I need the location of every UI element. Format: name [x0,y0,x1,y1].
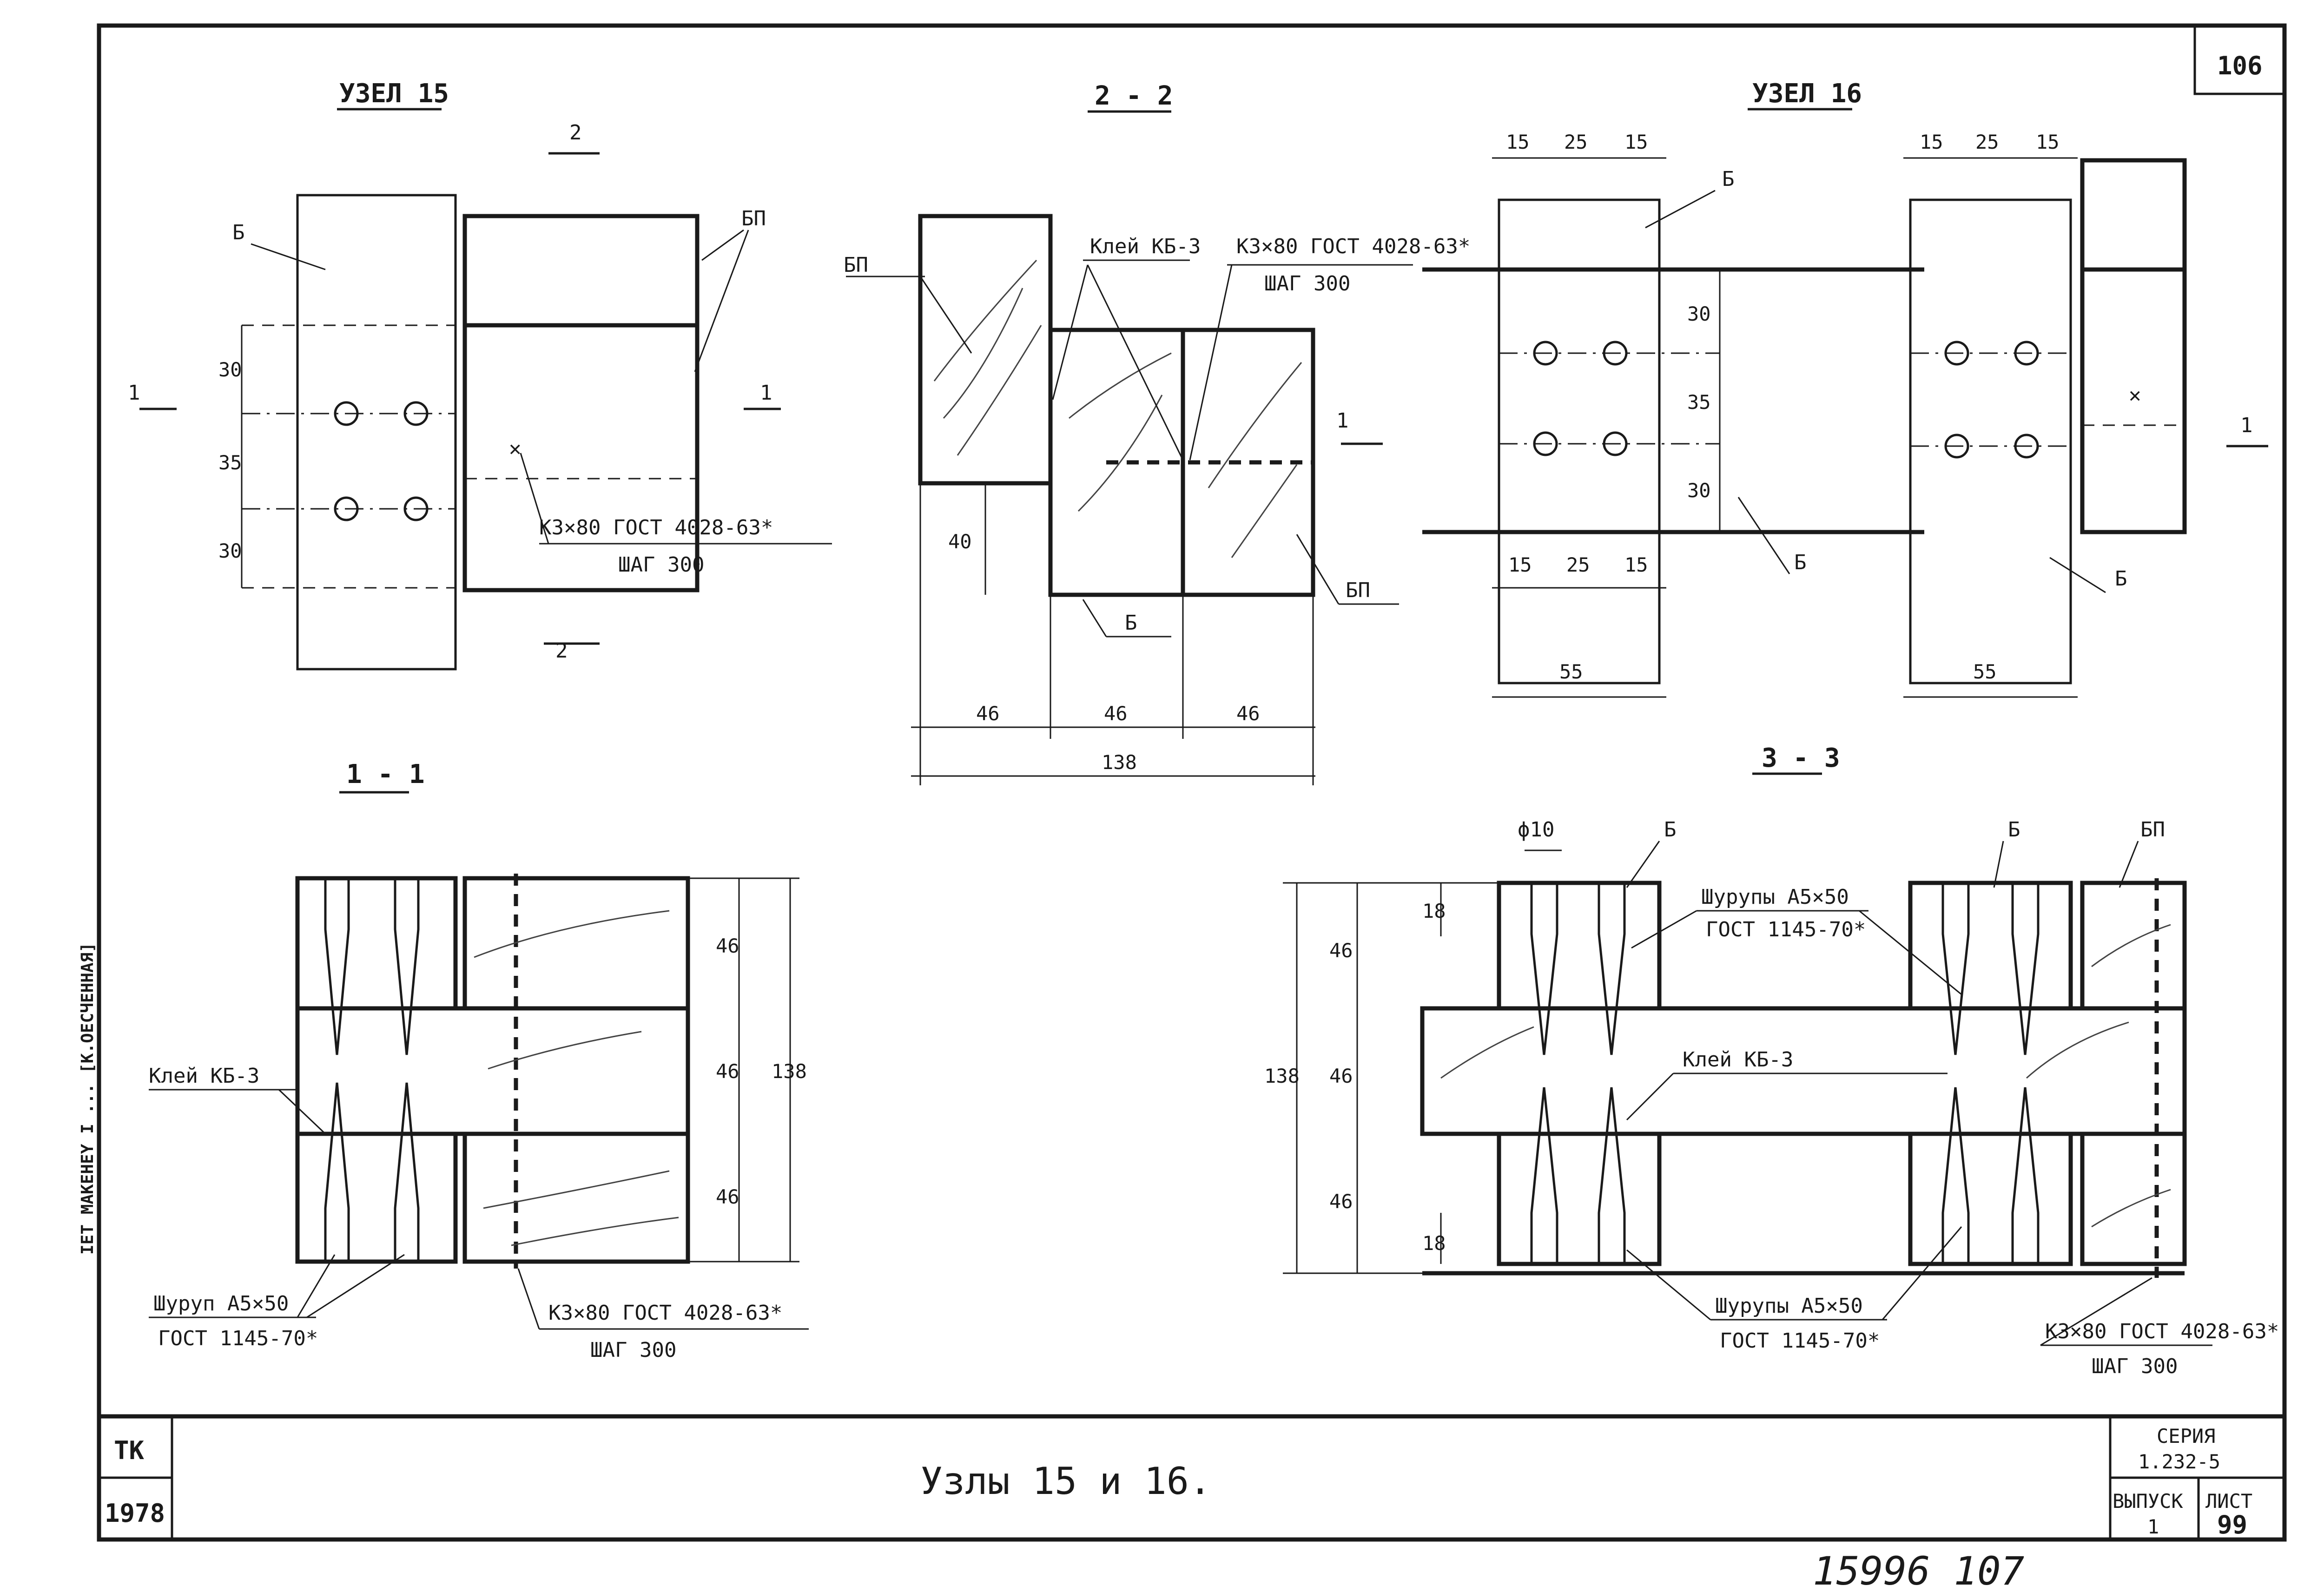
section-2-2-view: 2 - 2 БП Клей КБ-3 К3×80 ГОСТ 4028-63* Ш… [844,81,1470,785]
node-15-title: УЗЕЛ 15 [339,79,449,109]
node-16-view: УЗЕЛ 16 15 25 15 15 25 15 15 25 [1422,79,2268,698]
dim-46: 46 [716,934,739,957]
dim-40: 40 [948,530,972,553]
dim-30: 30 [1687,303,1711,325]
section-mark-1: 1 [128,381,140,405]
nail-callout-line2: ШАГ 300 [618,553,704,577]
dim-15: 15 [2036,131,2060,153]
dim-35: 35 [218,451,242,474]
screw-label-line2: ГОСТ 1145-70* [158,1327,318,1350]
dim-46: 46 [976,702,1000,725]
series-value: 1.232-5 [2138,1450,2220,1473]
sheet-value: 99 [2217,1510,2247,1539]
label-b: Б [232,221,245,244]
nail-line2: ШАГ 300 [590,1338,676,1362]
dim-138: 138 [772,1060,807,1083]
dim-46: 46 [716,1060,739,1083]
dim-46: 46 [716,1185,739,1208]
phi-label: ϕ10 [1518,818,1554,842]
nail-mark: ✕ [509,437,522,460]
margin-note: IET MAKEHEY I ... [K.OECЧEHHAЯ] [78,942,97,1255]
node-15-view: УЗЕЛ 15 30 35 30 Б БП 1 1 2 2 [128,79,832,671]
dim-15: 15 [1624,553,1648,576]
screw-bot-line1: Шурупы А5×50 [1715,1294,1863,1318]
dim-46: 46 [1236,702,1260,725]
dim-138: 138 [1264,1065,1300,1087]
dim-15: 15 [1508,553,1532,576]
section-2-2-title: 2 - 2 [1095,81,1173,111]
nail-mark: ✕ [2129,383,2141,407]
dim-15: 15 [1624,131,1648,153]
dim-30: 30 [218,539,242,562]
dim-25: 25 [1564,131,1588,153]
dim-46: 46 [1329,1190,1353,1213]
issue-label: ВЫПУСК [2113,1490,2183,1513]
svg-text:IET MAKEHEY I ... [K.OECЧEH: IET MAKEHEY I ... [K.OECЧEHHAЯ] [78,942,97,1255]
stamp-year: 1978 [105,1499,165,1528]
section-mark-1: 1 [760,381,772,405]
dim-46: 46 [1104,702,1128,725]
issue-value: 1 [2147,1515,2159,1538]
label-b: Б [1664,818,1677,842]
nail-line1: К3×80 ГОСТ 4028-63* [2045,1320,2279,1343]
label-bp-bottom: БП [1346,579,1370,602]
nail-line2: ШАГ 300 [2092,1355,2178,1378]
glue-label: Клей КБ-3 [149,1064,259,1088]
screw-top-line2: ГОСТ 1145-70* [1706,918,1866,941]
label-b: Б [1125,611,1137,635]
section-mark-1: 1 [1336,409,1349,433]
section-mark-2: 2 [569,121,582,145]
screw-label-line1: Шуруп А5×50 [153,1292,289,1316]
nail-line1: К3×80 ГОСТ 4028-63* [1236,235,1470,258]
section-1-1-view: 1 - 1 46 46 46 138 Клей КБ-3 Шуруп А5×50… [149,759,809,1362]
handwritten-footer: 15996 107 [1813,1548,2024,1592]
glue-label: Клей КБ-3 [1683,1048,1793,1072]
sheet-frame [97,23,2287,1542]
stamp-code: ТК [114,1436,145,1465]
dim-46: 46 [1329,1065,1353,1087]
dim-25: 25 [1975,131,1999,153]
label-bp-top: БП [844,253,868,277]
title-block [99,1416,2284,1539]
sheet-label: ЛИСТ [2205,1490,2252,1513]
nail-callout-line1: К3×80 ГОСТ 4028-63* [539,516,773,539]
dim-15: 15 [1920,131,1943,153]
dim-55: 55 [1973,660,1997,683]
dim-18: 18 [1422,1232,1446,1255]
nail-line1: К3×80 ГОСТ 4028-63* [548,1301,782,1325]
label-bp: БП [741,207,766,230]
dim-138: 138 [1102,751,1137,774]
label-b: Б [1794,551,1807,574]
label-b: Б [1722,167,1735,191]
node-16-title: УЗЕЛ 16 [1752,79,1862,109]
section-1-1-title: 1 - 1 [346,759,425,789]
dim-30: 30 [218,358,242,381]
nail-line2: ШАГ 300 [1264,272,1350,296]
sheet-title: Узлы 15 и 16. [920,1460,1211,1503]
dim-46: 46 [1329,939,1353,962]
label-b: Б [2008,818,2020,842]
dim-25: 25 [1566,553,1590,576]
screw-bot-line2: ГОСТ 1145-70* [1720,1329,1880,1353]
label-b: Б [2115,567,2127,591]
dim-35: 35 [1687,391,1711,414]
page-number: 106 [2217,51,2263,80]
glue-label: Клей КБ-3 [1090,235,1201,258]
label-bp: БП [2140,818,2165,842]
dim-30: 30 [1687,479,1711,502]
dim-15: 15 [1506,131,1530,153]
section-3-3-view: 3 - 3 138 46 46 46 18 18 ϕ10 [1264,743,2279,1378]
series-label: СЕРИЯ [2157,1425,2215,1447]
screw-top-line1: Шурупы А5×50 [1701,885,1849,909]
dim-55: 55 [1559,660,1583,683]
dim-18: 18 [1422,900,1446,922]
section-mark-1: 1 [2240,414,2253,437]
section-3-3-title: 3 - 3 [1762,743,1840,773]
